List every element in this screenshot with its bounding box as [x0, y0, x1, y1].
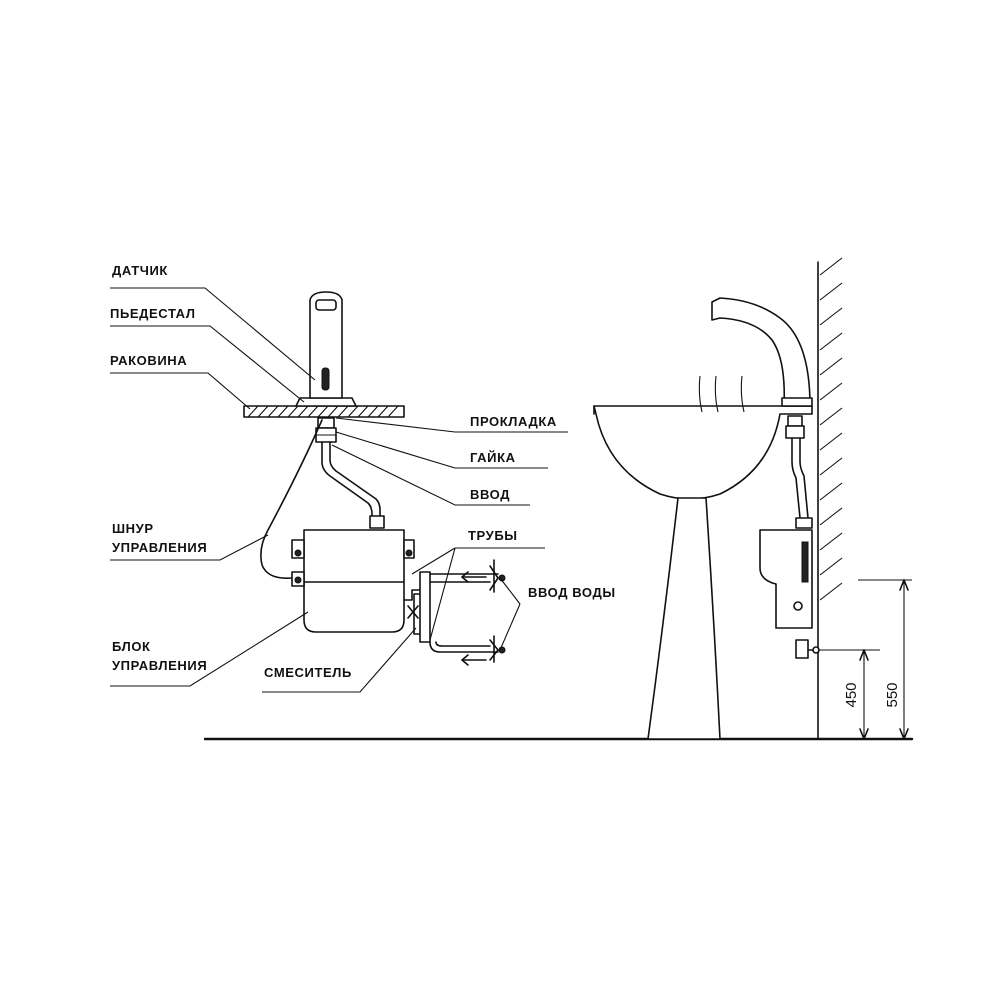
label-pipes: ТРУБЫ [468, 528, 518, 543]
leader-lines [110, 287, 568, 693]
sink-bowl [593, 405, 813, 500]
dimension-450: 450 [843, 682, 860, 707]
label-mixer: СМЕСИТЕЛЬ [264, 665, 352, 680]
label-pedestal: ПЬЕДЕСТАЛ [110, 306, 196, 321]
sink-plate [243, 405, 405, 418]
pedestal [295, 397, 357, 407]
label-control-cord-1: ШНУР [112, 521, 154, 536]
mixer-valve [403, 571, 431, 643]
sink-pedestal [647, 497, 721, 740]
label-control-unit-2: УПРАВЛЕНИЯ [112, 658, 207, 673]
dimension-lines [818, 579, 912, 740]
angle-valve [795, 639, 820, 659]
wall-control-box [759, 517, 813, 629]
label-control-cord-2: УПРАВЛЕНИЯ [112, 540, 207, 555]
nut [315, 417, 337, 443]
label-sensor: ДАТЧИК [112, 263, 168, 278]
label-nut: ГАЙКА [470, 450, 516, 465]
supply-pipes [429, 559, 506, 663]
label-gasket: ПРОКЛАДКА [470, 414, 557, 429]
left-installation [243, 291, 506, 666]
sensor-window [321, 367, 330, 391]
label-inlet: ВВОД [470, 487, 510, 502]
control-unit [291, 515, 415, 633]
inlet-hose [321, 441, 373, 519]
label-sink: РАКОВИНА [110, 353, 187, 368]
wall [817, 257, 843, 740]
curved-faucet [711, 297, 811, 407]
dimension-550: 550 [884, 682, 901, 707]
flow-arrows [461, 571, 487, 666]
label-water-inlet: ВВОД ВОДЫ [528, 585, 616, 600]
label-control-unit-1: БЛОК [112, 639, 151, 654]
right-installation [593, 257, 843, 740]
sensor-faucet [309, 291, 343, 399]
control-cord [260, 419, 323, 580]
